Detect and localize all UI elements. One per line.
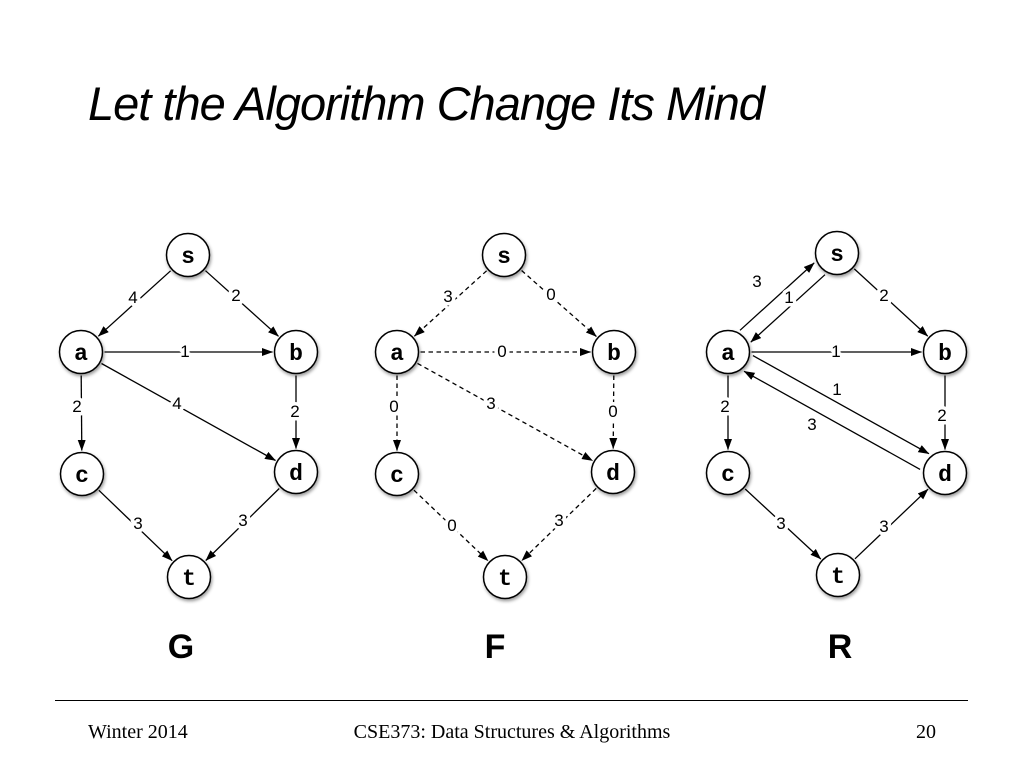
- node-G-a: [58, 329, 104, 375]
- footer-course: CSE373: Data Structures & Algorithms: [353, 721, 671, 743]
- edge-F-a-d: [417, 362, 593, 462]
- edge-F-b-d: [609, 375, 618, 449]
- weight-G-a-b: 1: [180, 342, 189, 361]
- weight-G-c-t: 3: [133, 514, 142, 533]
- edge-R-a-d: [752, 355, 930, 455]
- weight-R-s-b: 2: [879, 286, 888, 305]
- node-F-a: [374, 329, 420, 375]
- footer-page-number: 20: [916, 721, 936, 743]
- node-label-R-b: b: [938, 341, 952, 367]
- footer-divider: [55, 700, 968, 701]
- node-label-G-c: c: [75, 463, 89, 489]
- slide-title: Let the Algorithm Change Its Mind: [88, 77, 765, 130]
- node-label-R-c: c: [721, 462, 735, 488]
- weight-R-c-t: 3: [776, 514, 785, 533]
- weight-F-b-d: 0: [608, 402, 617, 421]
- node-F-b: [591, 329, 637, 375]
- node-F-c: [374, 451, 420, 497]
- weight-G-b-d: 2: [290, 402, 299, 421]
- node-G-c: [59, 451, 105, 497]
- node-G-d: [273, 449, 319, 495]
- node-R-t: [815, 552, 861, 598]
- node-R-s: [814, 230, 860, 276]
- weight-R-a-b: 1: [831, 342, 840, 361]
- edge-R-t-d: [854, 488, 929, 560]
- edge-R-c-t: [744, 488, 822, 560]
- node-label-G-t: t: [182, 566, 196, 592]
- node-G-s: [165, 232, 211, 278]
- graph-G: 4 2 1 2 4 2 3 3 s a b c d t: [58, 232, 319, 600]
- edge-G-a-c: [77, 375, 86, 451]
- weight-G-s-a: 4: [128, 288, 137, 307]
- node-R-b: [922, 329, 968, 375]
- node-label-R-d: d: [938, 462, 952, 488]
- weight-F-a-b: 0: [497, 342, 506, 361]
- node-R-d: [922, 450, 968, 496]
- graph-label-F: F: [484, 628, 506, 666]
- weight-G-d-t: 3: [238, 511, 247, 530]
- weight-G-a-c: 2: [72, 397, 81, 416]
- node-label-R-a: a: [721, 341, 735, 367]
- graph-F: 3 0 0 0 3 0 0 3 s a b c d t: [374, 232, 637, 600]
- node-G-t: [166, 554, 212, 600]
- weight-F-s-b: 0: [546, 285, 555, 304]
- weight-R-d-a: 3: [807, 415, 816, 434]
- node-label-R-t: t: [831, 564, 845, 590]
- weight-R-t-d: 3: [879, 517, 888, 536]
- node-label-R-s: s: [830, 242, 844, 268]
- weight-R-a-c: 2: [720, 397, 729, 416]
- graph-label-R: R: [827, 628, 853, 666]
- weight-F-s-a: 3: [443, 287, 452, 306]
- edge-F-c-t: [413, 489, 489, 562]
- node-label-G-a: a: [74, 341, 88, 367]
- node-label-F-s: s: [497, 244, 511, 270]
- weight-G-s-b: 2: [231, 286, 240, 305]
- weight-G-a-d: 4: [172, 394, 181, 413]
- footer: Winter 2014 CSE373: Data Structures & Al…: [0, 721, 1024, 751]
- weight-R-b-d: 2: [937, 406, 946, 425]
- node-label-F-t: t: [498, 566, 512, 592]
- edge-F-d-t: [521, 487, 597, 562]
- node-F-t: [482, 554, 528, 600]
- weight-R-a-s: 3: [752, 272, 761, 291]
- node-F-d: [590, 449, 636, 495]
- edge-G-s-a: [97, 270, 172, 337]
- weight-F-c-t: 0: [447, 516, 456, 535]
- edge-G-d-t: [205, 488, 280, 561]
- footer-term: Winter 2014: [88, 721, 188, 743]
- edge-G-s-b: [205, 270, 279, 337]
- node-label-G-d: d: [289, 461, 303, 487]
- edge-F-s-b: [521, 270, 597, 337]
- node-label-F-c: c: [390, 463, 404, 489]
- node-label-G-s: s: [181, 244, 195, 270]
- weight-F-a-c: 0: [389, 397, 398, 416]
- node-G-b: [273, 329, 319, 375]
- node-R-c: [705, 450, 751, 496]
- weight-R-s-a: 1: [784, 288, 793, 307]
- node-label-F-d: d: [606, 461, 620, 487]
- node-label-G-b: b: [289, 341, 303, 367]
- edge-G-a-d: [101, 362, 276, 462]
- edge-F-s-a: [413, 270, 488, 337]
- edge-R-s-a: [750, 274, 826, 343]
- graph-label-G: G: [167, 628, 195, 666]
- node-label-F-a: a: [390, 341, 404, 367]
- weight-R-a-d: 1: [832, 380, 841, 399]
- edge-R-s-b: [853, 268, 929, 337]
- node-label-F-b: b: [607, 341, 621, 367]
- edge-R-d-a: [743, 370, 921, 470]
- node-R-a: [705, 329, 751, 375]
- edge-G-c-t: [98, 489, 173, 562]
- weight-F-d-t: 3: [554, 511, 563, 530]
- node-F-s: [481, 232, 527, 278]
- weight-F-a-d: 3: [486, 394, 495, 413]
- edge-R-a-s: [739, 262, 815, 331]
